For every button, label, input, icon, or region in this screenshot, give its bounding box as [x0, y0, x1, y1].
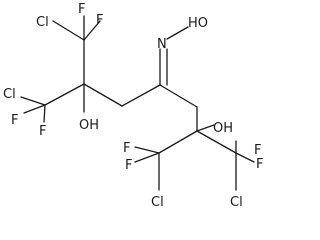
atom-f-left-bottom: F	[39, 124, 46, 139]
atom-labels: Cl F F Cl OH F F N HO OH F F F F Cl Cl	[3, 2, 263, 210]
atom-f-top-left: F	[78, 2, 85, 17]
bond	[134, 146, 160, 154]
atom-f-bottom-left-lower: F	[125, 158, 132, 173]
atom-oh-right: OH	[213, 121, 233, 136]
bond	[158, 130, 198, 154]
bond	[83, 83, 123, 107]
bond	[159, 84, 198, 108]
atom-cl-bottom-right: Cl	[230, 195, 243, 210]
atom-oh-left: OH	[79, 118, 99, 133]
atom-f-bottom-right-upper: F	[254, 143, 261, 158]
atom-f-bottom-left-upper: F	[123, 141, 130, 156]
bond	[166, 26, 189, 40]
bond	[196, 130, 237, 154]
bond	[20, 96, 46, 106]
bond	[196, 124, 215, 132]
bond	[235, 152, 255, 163]
structure-diagram: Cl F F Cl OH F F N HO OH F F F F Cl Cl	[3, 2, 263, 210]
bond	[134, 152, 160, 163]
atom-cl-bottom-left: Cl	[151, 195, 164, 210]
bond	[121, 84, 161, 107]
atom-f-top-right: F	[96, 13, 103, 28]
atom-ho-oxime: HO	[188, 16, 208, 31]
atom-f-bottom-right-lower: F	[256, 157, 263, 172]
bond	[23, 104, 46, 114]
bond	[43, 104, 46, 123]
bond	[83, 20, 101, 41]
bond	[52, 20, 85, 41]
bonds	[20, 15, 255, 191]
atom-cl-top: Cl	[36, 15, 49, 30]
atom-f-left-lower: F	[11, 113, 18, 128]
bond	[44, 83, 85, 106]
atom-cl-left: Cl	[3, 87, 16, 102]
atom-n-oxime: N	[157, 37, 167, 52]
